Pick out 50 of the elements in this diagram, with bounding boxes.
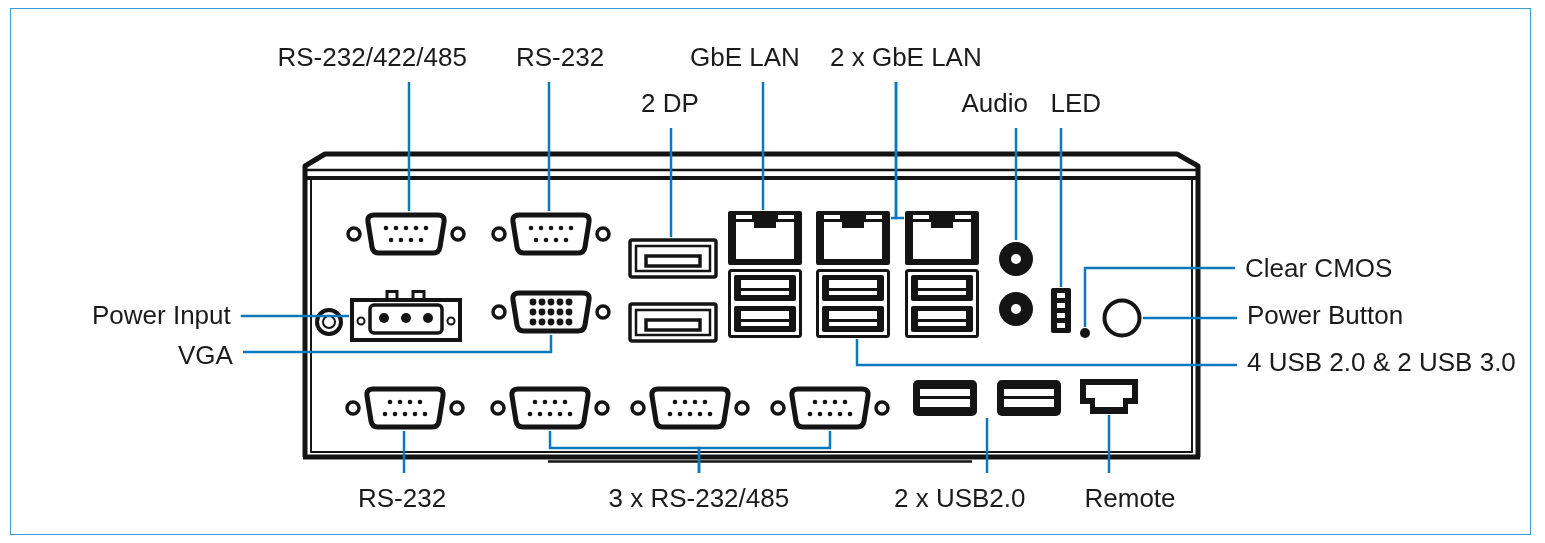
leader-line <box>1059 128 1063 287</box>
leader-line <box>697 431 832 473</box>
callout-label: Power Input <box>92 300 231 330</box>
callout-label: Power Button <box>1247 300 1404 330</box>
usb-port-icon <box>912 380 1062 417</box>
callout-label: 2 x GbE LAN <box>830 42 982 72</box>
serial-port-icon <box>344 212 468 256</box>
callout-label: VGA <box>178 340 233 370</box>
leader-line <box>1107 415 1111 473</box>
callout-label: Remote <box>1084 483 1176 513</box>
leader-line <box>985 418 989 473</box>
displayport-icon <box>628 238 718 344</box>
callout-label: LED <box>1050 88 1102 118</box>
serial-port-icon <box>768 386 892 430</box>
serial-port-icon <box>488 386 612 430</box>
leader-line <box>1083 266 1235 327</box>
ethernet-port-icon <box>816 211 890 265</box>
callout-label: RS-232 <box>358 483 447 513</box>
callout-label: 4 USB 2.0 & 2 USB 3.0 <box>1247 347 1516 377</box>
leader-line <box>1143 316 1237 320</box>
ethernet-port-icon <box>905 211 979 265</box>
usb-port-icon <box>816 269 890 338</box>
leader-line <box>1014 128 1018 240</box>
leader-line <box>894 82 904 220</box>
leader-line <box>407 82 411 211</box>
audio-jack-icon <box>998 241 1034 327</box>
serial-port-icon <box>489 212 613 256</box>
callout-label: RS-232/422/485 <box>277 42 467 72</box>
led-indicator-icon <box>1051 288 1071 333</box>
remote-port-icon <box>1080 379 1138 414</box>
pinhole-icon <box>1080 328 1090 338</box>
callout-label: RS-232 <box>516 42 605 72</box>
callout-label: 2 DP <box>641 88 699 118</box>
vga-port-icon <box>489 290 613 334</box>
callout-label: GbE LAN <box>690 42 800 72</box>
callout-label: Clear CMOS <box>1245 253 1393 283</box>
callout-label: 3 x RS-232/485 <box>608 483 790 513</box>
leader-line <box>240 314 349 318</box>
power-button-icon <box>1102 298 1142 338</box>
power-connector-icon <box>350 290 462 342</box>
leader-line <box>669 128 673 237</box>
ethernet-port-icon <box>728 211 802 265</box>
leader-line <box>761 82 765 210</box>
leader-line <box>547 82 551 211</box>
leader-line <box>242 335 553 354</box>
serial-port-icon <box>343 386 467 430</box>
leader-line <box>402 431 406 473</box>
callout-label: 2 x USB2.0 <box>894 483 1026 513</box>
leader-line <box>855 339 1237 367</box>
callout-label: Audio <box>961 88 1028 118</box>
